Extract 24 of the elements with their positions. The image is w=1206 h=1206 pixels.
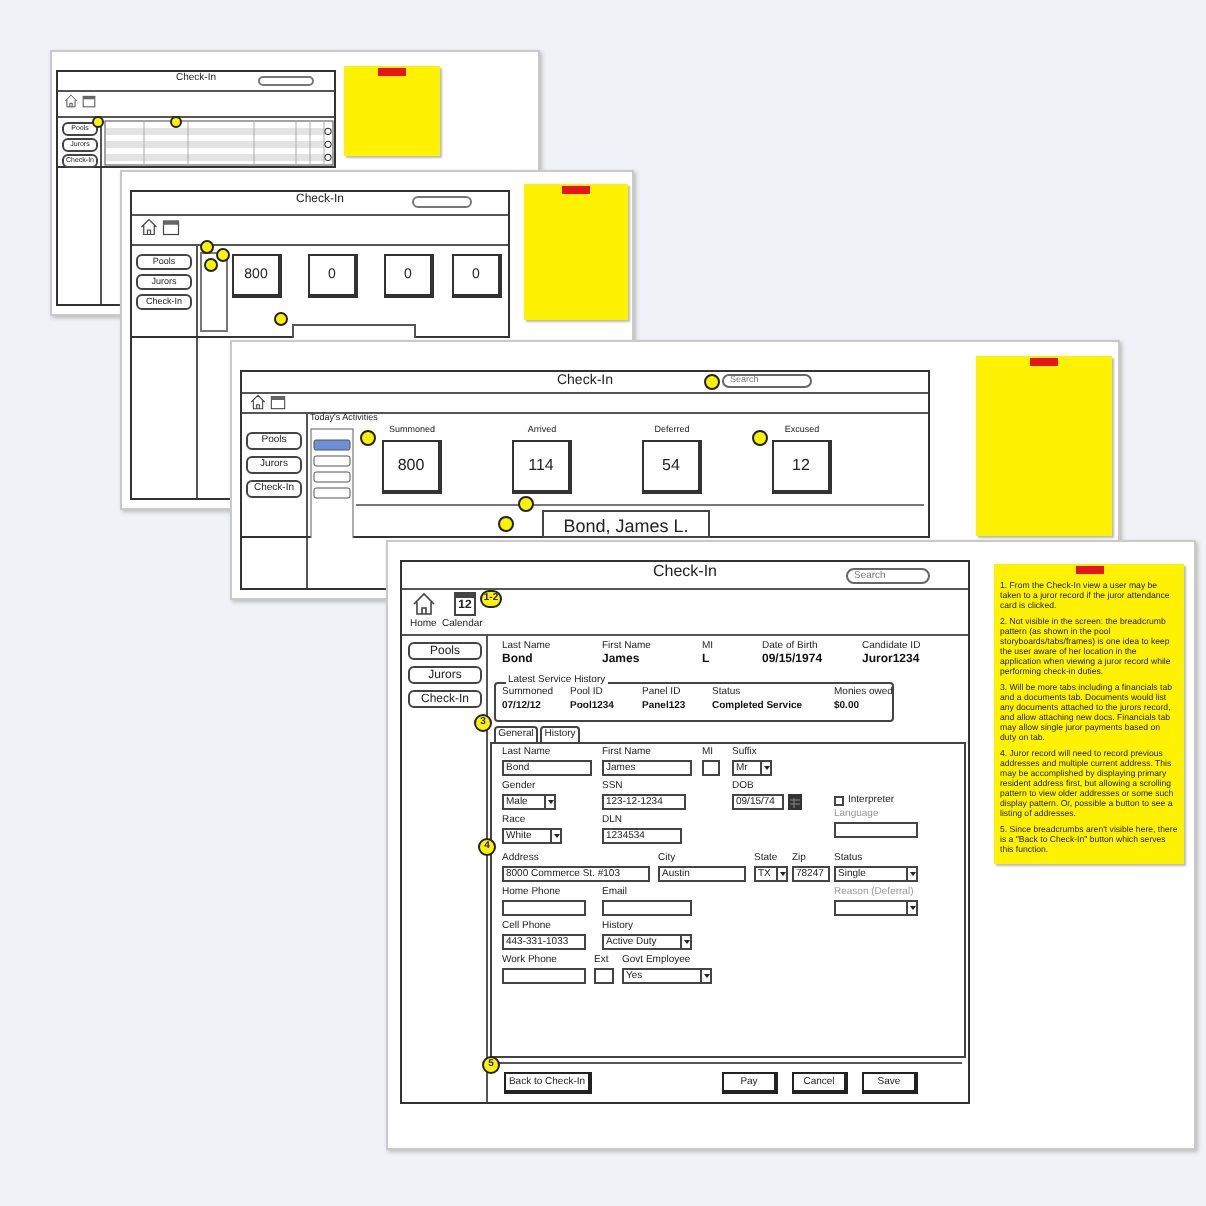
sticky-note xyxy=(344,66,440,156)
sticky-note xyxy=(524,184,628,320)
app-window xyxy=(130,190,510,338)
juror-card xyxy=(542,510,710,538)
callout-marker xyxy=(204,258,218,272)
sticky-note xyxy=(994,564,1184,864)
app-window xyxy=(56,70,336,168)
stat-value: 54 xyxy=(662,457,680,474)
callout-marker xyxy=(498,516,514,532)
stat-value: 800 xyxy=(397,457,425,474)
callout-marker xyxy=(200,240,214,254)
callout-marker xyxy=(360,430,376,446)
stat-value: 114 xyxy=(528,457,554,474)
juror-name: Bond, James L. xyxy=(563,518,689,536)
callout-marker xyxy=(216,248,230,262)
app-window xyxy=(240,370,930,538)
app-window xyxy=(400,560,970,1104)
callout-marker xyxy=(704,374,720,390)
stat-value: 12 xyxy=(792,457,810,474)
callout-marker xyxy=(274,312,288,326)
window-title: Check-In xyxy=(652,562,717,584)
sticky-note xyxy=(976,356,1112,536)
callout-marker xyxy=(752,430,768,446)
callout-marker xyxy=(518,496,534,512)
